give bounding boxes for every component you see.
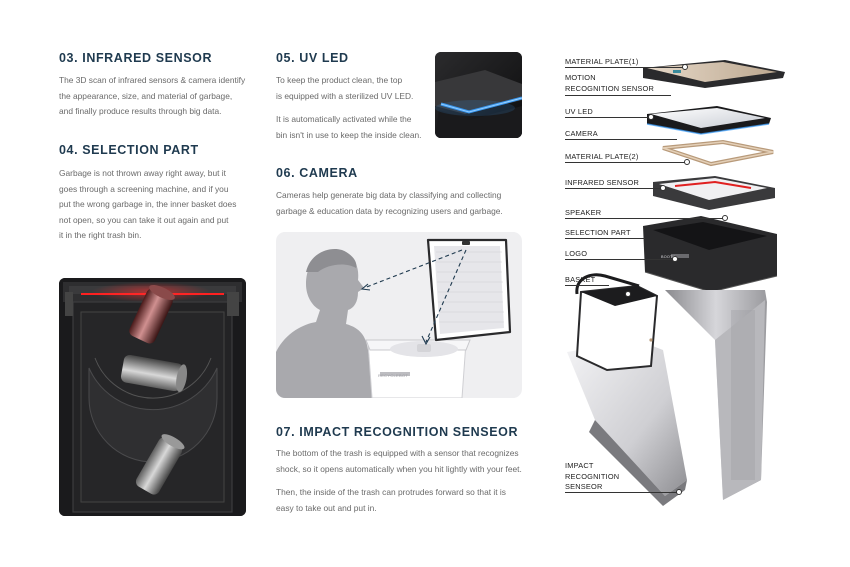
heading-uv-led: 05. UV LED [276,51,349,65]
label-basket: BASKET [565,275,596,284]
label-impact-sensor: IMPACT RECOGNITION SENSEOR [565,461,619,493]
text-line: The 3D scan of infrared sensors & camera… [59,75,246,85]
text-line: not open, so you can take it out again a… [59,214,229,225]
label-selection-part: SELECTION PART [565,228,631,237]
label-material-plate-1: MATERIAL PLATE(1) [565,57,639,66]
text-line: and finally produce results through big … [59,106,222,116]
label-line: MOTION [565,73,596,82]
exploded-product-view [555,40,795,520]
exploded-view-illustration [567,60,785,506]
label-uv-led: UV LED [565,107,593,116]
leader-line [565,238,645,239]
text-line: shock, so it opens automatically when yo… [276,463,522,474]
uv-description: To keep the product clean, the top is eq… [276,73,428,104]
leader-line [565,117,649,118]
text-line: Garbage is not thrown away right away, b… [59,168,226,178]
heading-impact-recognition: 07. IMPACT RECOGNITION SENSEOR [276,425,519,439]
leader-line [565,492,677,493]
leader-dot [676,489,682,495]
leader-line [565,67,683,68]
label-line: RECOGNITION SENSOR [565,83,655,93]
leader-dot [682,64,688,70]
leader-line [565,218,723,219]
text-line: The bottom of the trash is equipped with… [276,448,519,458]
text-line: is equipped with a sterilized UV LED. [276,90,414,101]
label-line: SENSEOR [565,482,603,491]
text-line: put the wrong garbage in, the inner bask… [59,199,237,209]
leader-line [565,95,671,96]
impact-description-2: Then, the inside of the trash can protru… [276,485,536,516]
bin-brand-text: RECYCLEBOT [378,373,409,378]
part-logo-text: BOOTH [661,255,676,259]
leader-line [565,188,661,189]
leader-dot [660,185,666,191]
text-line: it in the right trash bin. [59,230,142,240]
label-infrared-sensor: INFRARED SENSOR [565,178,640,187]
label-logo: LOGO [565,249,588,258]
label-line: RECOGNITION [565,471,620,481]
camera-illustration-panel [276,232,522,398]
leader-dot [648,114,654,120]
leader-dot [684,159,690,165]
label-line: IMPACT [565,461,594,470]
leader-dot [722,215,728,221]
leader-line [565,285,609,286]
heading-selection-part: 04. SELECTION PART [59,143,199,157]
leader-line [565,139,677,140]
text-line: the appearance, size, and material of ga… [59,90,233,101]
uv-description-2: It is automatically activated while the … [276,112,428,143]
text-line: goes through a screening machine, and if… [59,183,229,194]
label-camera: CAMERA [565,129,598,138]
camera-description: Cameras help generate big data by classi… [276,188,536,219]
leader-line [565,162,685,163]
text-line: Cameras help generate big data by classi… [276,190,502,200]
label-speaker: SPEAKER [565,208,602,217]
leader-dot [625,291,631,297]
uv-led-illustration [435,52,522,138]
uv-led-image [435,52,522,138]
heading-infrared-sensor: 03. INFRARED SENSOR [59,51,213,65]
text-line: garbage & education data by recognizing … [276,205,503,216]
leader-line [565,259,673,260]
label-material-plate-2: MATERIAL PLATE(2) [565,152,639,161]
text-line: To keep the product clean, the top [276,75,403,85]
heading-camera: 06. CAMERA [276,166,358,180]
leader-dot [672,256,678,262]
text-line: Then, the inside of the trash can protru… [276,487,506,497]
selection-mechanism-image [59,278,246,516]
selection-mechanism-illustration [59,278,246,516]
text-line: bin isn't in use to keep the inside clea… [276,129,422,140]
impact-description: The bottom of the trash is equipped with… [276,446,536,477]
camera-illustration [276,238,512,398]
infrared-description: The 3D scan of infrared sensors & camera… [59,73,259,120]
text-line: It is automatically activated while the [276,114,412,124]
selection-description: Garbage is not thrown away right away, b… [59,166,259,244]
text-line: easy to take out and put in. [276,502,377,513]
label-motion-sensor: MOTION RECOGNITION SENSOR [565,73,654,94]
